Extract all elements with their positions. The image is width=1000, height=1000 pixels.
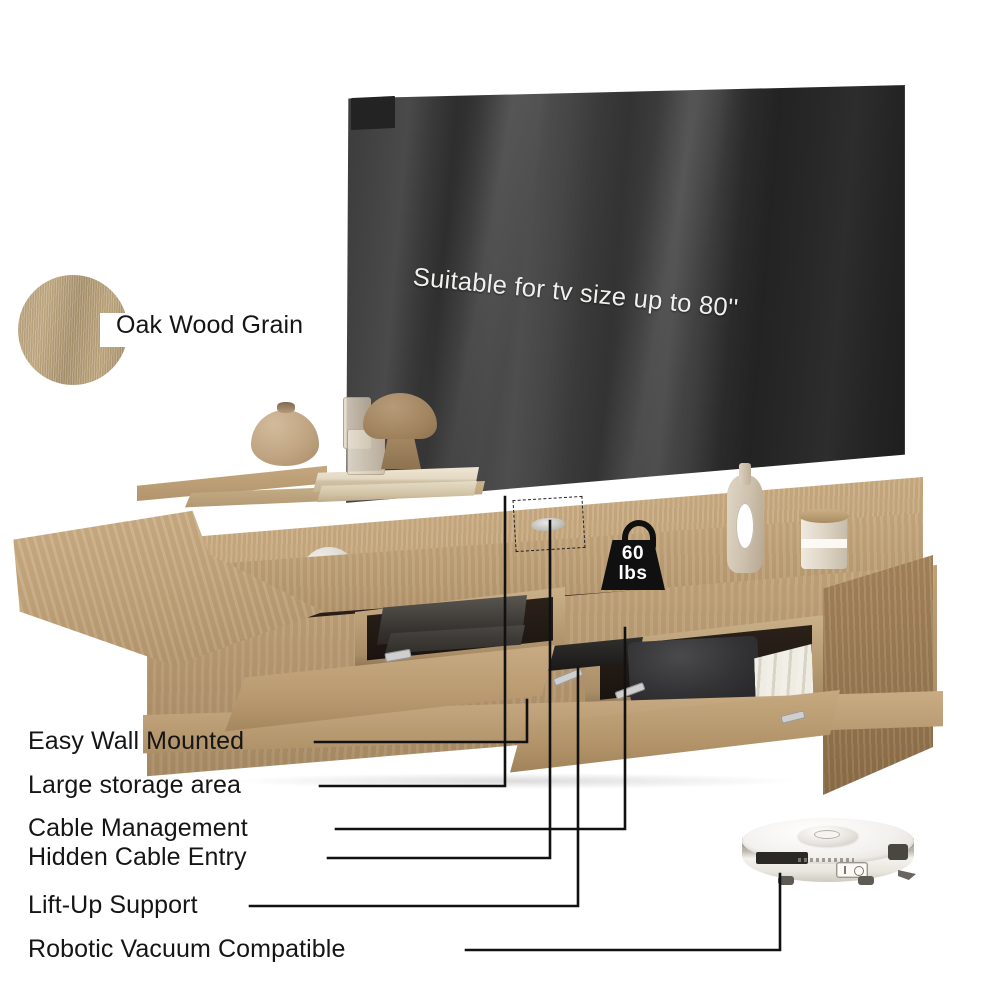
weight-icon-handle: [622, 520, 656, 556]
robot-vacuum-wheel-left: [778, 876, 794, 885]
weight-value: 60: [621, 543, 645, 564]
robot-vacuum-lidar-window: [814, 830, 840, 839]
swatch-notch: [100, 313, 148, 347]
robot-vacuum-brand-text: [798, 858, 854, 862]
tv-screen-panel: [346, 85, 905, 503]
robot-vacuum: [738, 818, 918, 892]
robot-vacuum-sensor-panel: [888, 844, 908, 860]
round-vase-neck: [277, 402, 295, 413]
right-end-panel: [823, 555, 933, 795]
feature-label-cable-management: Cable Management: [28, 814, 248, 842]
unit-floor-shadow: [235, 773, 795, 789]
robot-vacuum-control-button[interactable]: [836, 862, 868, 878]
weight-unit: lbs: [618, 563, 648, 584]
robot-vacuum-side-slot: [756, 852, 808, 864]
robot-vacuum-side-brush: [898, 870, 916, 880]
oak-wood-grain-badge: Oak Wood Grain: [18, 275, 348, 385]
tv-corner-marker: [351, 96, 395, 130]
decor-canister-band: [801, 539, 847, 548]
feature-label-robotic-vacuum-compatible: Robotic Vacuum Compatible: [28, 935, 346, 963]
television: Suitable for tv size up to 80'': [345, 85, 905, 515]
round-vase: [251, 410, 319, 466]
tall-loop-vase-opening: [736, 503, 754, 549]
weight-icon: [601, 540, 665, 590]
tall-loop-vase-neck: [739, 463, 751, 485]
decor-canister-lid: [799, 509, 849, 523]
mushroom-vase-cap: [363, 393, 437, 439]
feature-label-lift-up-support: Lift-Up Support: [28, 891, 198, 919]
feature-label-easy-wall-mounted: Easy Wall Mounted: [28, 727, 245, 755]
felt-storage-basket: [627, 635, 761, 707]
weight-capacity-badge: 60 lbs: [595, 518, 671, 590]
leader-robotic-vacuum-compatible: [464, 872, 782, 952]
robot-vacuum-wheel-right: [858, 876, 874, 885]
feature-label-hidden-cable-entry: Hidden Cable Entry: [28, 843, 247, 871]
feature-label-large-storage-area: Large storage area: [28, 771, 242, 799]
oak-wood-grain-label: Oak Wood Grain: [116, 311, 304, 339]
